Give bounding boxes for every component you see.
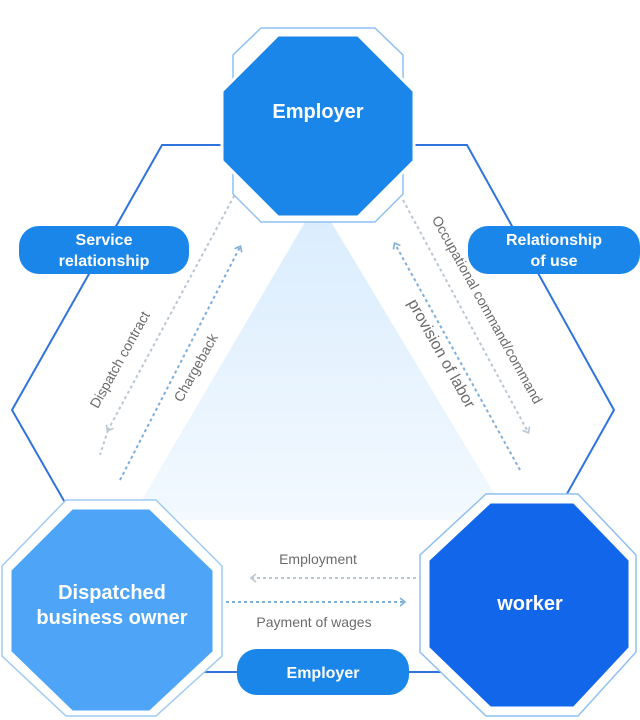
- payment-of-wages-label: Payment of wages: [256, 614, 371, 630]
- bottom-employer-label: Employer: [287, 665, 360, 682]
- relationship-of-use-pill: Relationship of use: [468, 226, 640, 274]
- inner-triangle: [130, 200, 510, 520]
- service-relationship-pill: Service relationship: [19, 226, 189, 274]
- chargeback-arrow: [119, 244, 243, 481]
- dispatch-contract-tail: [99, 429, 109, 456]
- bottom-employer-pill: Employer: [237, 649, 409, 695]
- employer-label: Employer: [272, 101, 363, 123]
- employer-node: Employer: [220, 27, 416, 223]
- dispatcher-label-line1: Dispatched: [58, 582, 166, 604]
- relationship-of-use-line1: Relationship: [506, 232, 602, 249]
- worker-octagon: [426, 500, 632, 710]
- service-relationship-line1: Service: [76, 232, 133, 249]
- employment-label: Employment: [279, 551, 357, 567]
- dispatcher-label-line2: business owner: [36, 607, 187, 629]
- provision-of-labor-arrow: [392, 242, 521, 471]
- service-relationship-line2: relationship: [59, 253, 150, 270]
- worker-node: worker: [419, 493, 637, 717]
- dispatch-contract-arrow: [105, 184, 241, 433]
- occupational-command-arrow: [402, 199, 531, 435]
- employer-octagon: [220, 33, 416, 219]
- dispatcher-node: Dispatched business owner: [1, 499, 223, 717]
- relationship-of-use-line2: of use: [530, 253, 577, 270]
- worker-label: worker: [496, 593, 563, 615]
- dispatcher-octagon: [8, 506, 216, 714]
